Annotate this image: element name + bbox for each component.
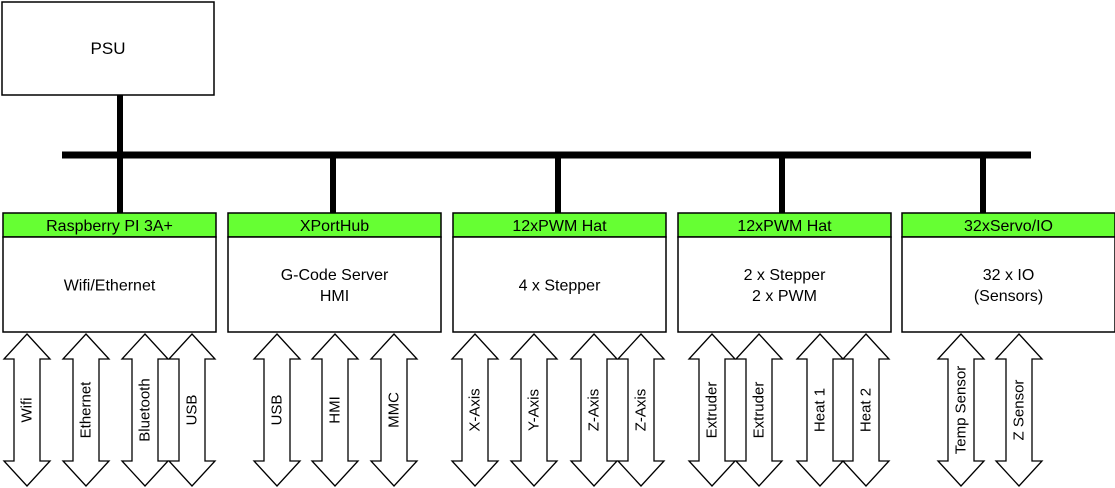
psu-label: PSU <box>91 39 126 58</box>
module-body-label: G-Code Server <box>281 267 389 284</box>
port-label: Extruder <box>751 382 768 439</box>
module-header-label: 12xPWM Hat <box>512 218 607 235</box>
module-body-label: 4 x Stepper <box>519 278 602 295</box>
bidirectional-arrow-icon <box>61 333 111 487</box>
port-label: X-Axis <box>467 388 484 431</box>
module-header-label: XPortHub <box>300 218 369 235</box>
port-label: HMI <box>327 396 344 424</box>
bidirectional-arrow-icon <box>252 333 302 487</box>
bidirectional-arrow-icon <box>2 333 52 487</box>
module-header <box>227 212 442 238</box>
port-label: Wifi <box>19 398 36 423</box>
module-body <box>901 236 1115 333</box>
bidirectional-arrow-icon <box>687 333 737 487</box>
port-label: USB <box>269 395 286 426</box>
module-header-label: 12xPWM Hat <box>737 218 832 235</box>
module-header-label: Raspberry PI 3A+ <box>46 218 173 235</box>
bidirectional-arrow-icon <box>450 333 500 487</box>
bidirectional-arrow-icon <box>310 333 360 487</box>
port-label: Heat 1 <box>812 388 829 432</box>
port-label: Extruder <box>704 382 721 439</box>
module-body <box>2 236 217 333</box>
port-label: Z Sensor <box>1011 380 1028 441</box>
bidirectional-arrow-icon <box>734 333 784 487</box>
module-body <box>677 236 892 333</box>
module-header <box>677 212 892 238</box>
module-body-label: HMI <box>320 288 349 305</box>
module-body-label: (Sensors) <box>974 288 1043 305</box>
module-body-label: 2 x PWM <box>752 288 817 305</box>
port-label: Heat 2 <box>858 388 875 432</box>
port-label: Z-Axis <box>586 389 603 432</box>
module-header <box>901 212 1115 238</box>
bidirectional-arrow-icon <box>120 333 170 487</box>
port-label: Bluetooth <box>137 378 154 441</box>
module-body <box>227 236 442 333</box>
bidirectional-arrow-icon <box>795 333 845 487</box>
module-header-label: 32xServo/IO <box>964 218 1053 235</box>
psu-box <box>1 1 215 96</box>
bidirectional-arrow-icon <box>841 333 891 487</box>
module-body-label: 2 x Stepper <box>744 267 827 284</box>
port-label: Z-Axis <box>633 389 650 432</box>
bidirectional-arrow-icon <box>994 333 1044 487</box>
bidirectional-arrow-icon <box>167 333 217 487</box>
module-body <box>452 236 667 333</box>
bidirectional-arrow-icon <box>616 333 666 487</box>
module-body-label: Wifi/Ethernet <box>64 278 156 295</box>
port-label: MMC <box>386 392 403 428</box>
module-body-label: 32 x IO <box>983 267 1035 284</box>
module-header <box>2 212 217 238</box>
bidirectional-arrow-icon <box>936 333 986 487</box>
bidirectional-arrow-icon <box>369 333 419 487</box>
port-label: Temp Sensor <box>953 366 970 454</box>
port-label: USB <box>184 395 201 426</box>
bidirectional-arrow-icon <box>509 333 559 487</box>
bidirectional-arrow-icon <box>569 333 619 487</box>
port-label: Ethernet <box>78 381 95 439</box>
port-label: Y-Axis <box>526 389 543 431</box>
